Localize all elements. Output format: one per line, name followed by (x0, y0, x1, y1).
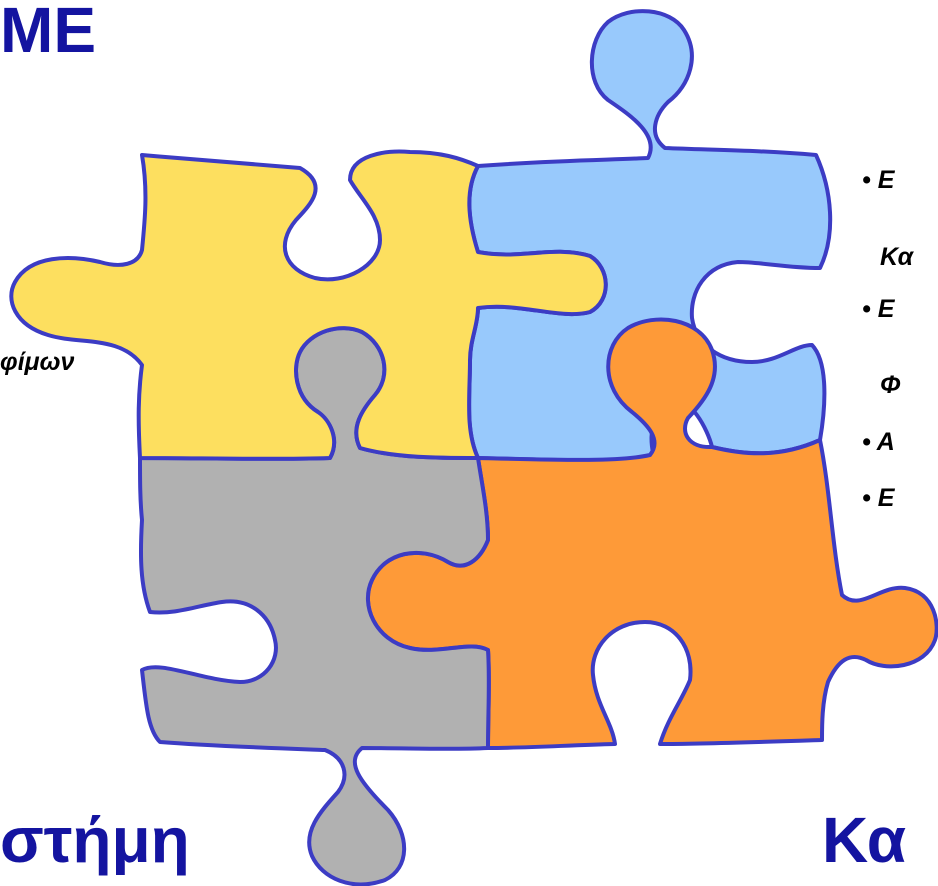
bullet-item: • Α (862, 430, 895, 455)
title-top-fragment: ΜΕ (0, 0, 96, 62)
bullet-item: • Ε (862, 297, 894, 322)
bullet-item: • Ε (862, 168, 894, 193)
bullet-item: • Ε (862, 486, 894, 511)
bullet-item: Φ (880, 373, 901, 398)
bullet-item: Κα (880, 245, 913, 270)
bottom-left-text-fragment: στήμη (0, 808, 190, 872)
bottom-right-text-fragment: Κα (822, 808, 906, 872)
left-text-fragment: φίμων (0, 350, 74, 375)
